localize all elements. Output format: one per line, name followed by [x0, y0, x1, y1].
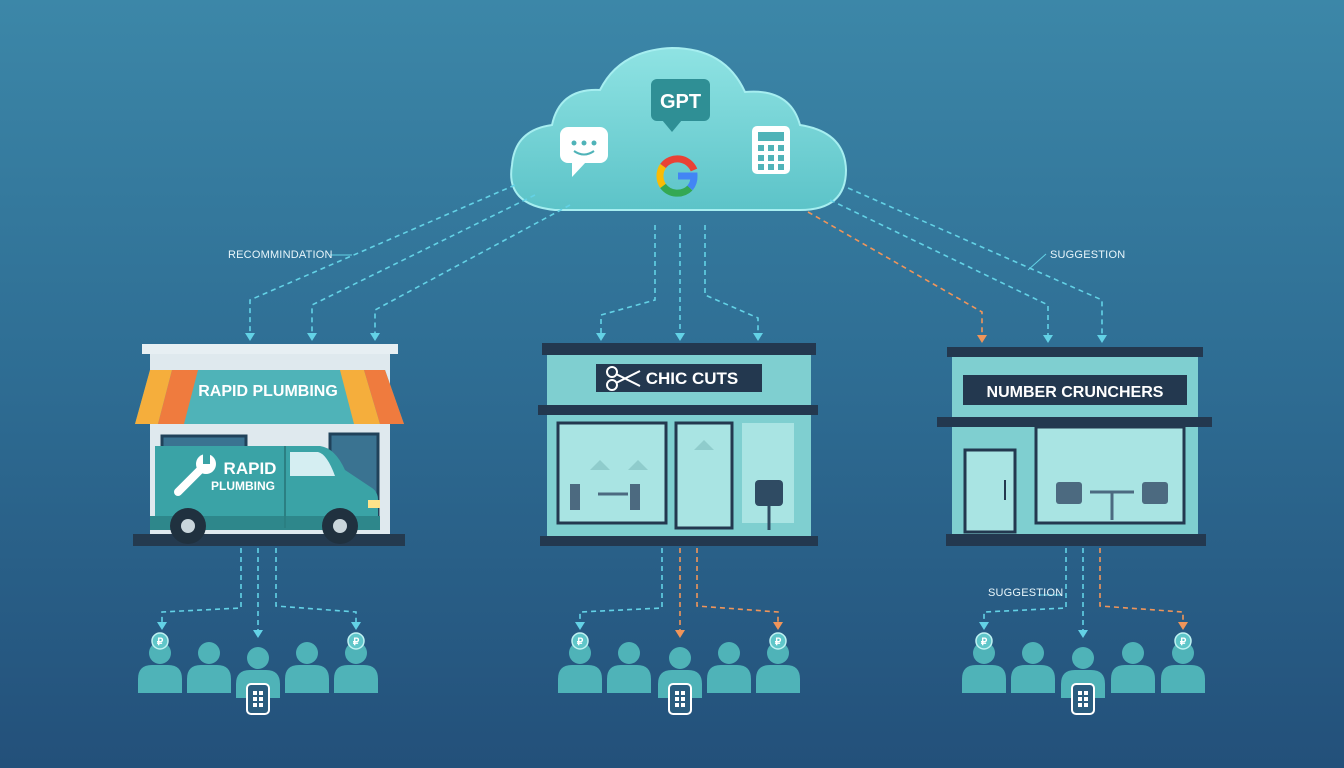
customer-person	[187, 642, 231, 693]
coin-icon	[571, 632, 589, 650]
van-label-line2: PLUMBING	[211, 479, 275, 493]
customer-group-salon	[558, 632, 800, 715]
phone-icon	[246, 683, 270, 715]
customer-person	[707, 642, 751, 693]
ai-cloud	[510, 46, 848, 211]
plumbing-van	[150, 446, 380, 544]
customer-connectors	[157, 548, 1188, 638]
customer-person	[1011, 642, 1055, 693]
suggestion-label-bottom: SUGGESTION	[988, 587, 1063, 599]
coin-icon	[769, 632, 787, 650]
chat-bubble-icon	[560, 127, 608, 177]
wrench-icon	[174, 454, 216, 496]
customer-person	[607, 642, 651, 693]
sign-chic-cuts: CHIC CUTS	[646, 369, 739, 388]
building-chic-cuts	[538, 343, 818, 546]
coin-icon	[975, 632, 993, 650]
gpt-icon: GPT	[651, 79, 710, 132]
suggestion-label-top: SUGGESTION	[1050, 249, 1125, 261]
customer-group-accounting	[962, 632, 1205, 715]
coin-icon	[347, 632, 365, 650]
cloud-connectors	[245, 184, 1107, 343]
building-number-crunchers	[937, 347, 1212, 546]
customer-group-plumbing	[138, 632, 378, 715]
customer-person	[1111, 642, 1155, 693]
scissors-icon	[606, 366, 641, 391]
phone-icon	[668, 683, 692, 715]
coin-icon	[151, 632, 169, 650]
phone-icon	[1071, 683, 1095, 715]
recommendation-label: RECOMMINDATION	[228, 249, 333, 261]
calculator-icon	[752, 126, 790, 174]
sign-number-crunchers: NUMBER CRUNCHERS	[987, 384, 1164, 401]
google-icon	[656, 155, 698, 197]
coin-icon	[1174, 632, 1192, 650]
gpt-label: GPT	[660, 91, 701, 113]
van-label-line1: RAPID	[224, 459, 277, 478]
sign-rapid-plumbing: RAPID PLUMBING	[198, 383, 338, 400]
customer-person	[285, 642, 329, 693]
